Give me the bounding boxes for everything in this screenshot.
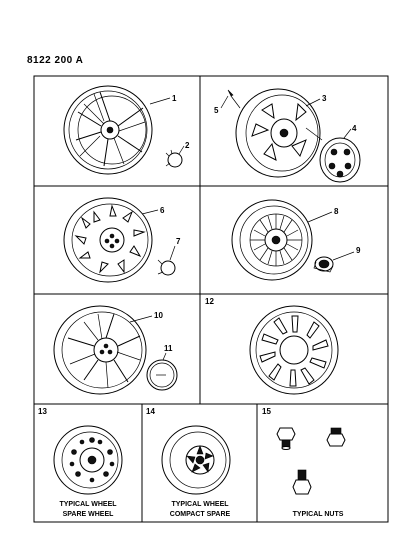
callout-5: 5 — [214, 106, 219, 115]
wheel-cover-4-illustration — [305, 127, 361, 183]
caption-nuts: TYPICAL NUTS — [293, 511, 344, 518]
callout-7: 7 — [176, 237, 181, 246]
leader-line — [178, 145, 185, 155]
leader-line — [220, 95, 229, 109]
leader-line — [343, 128, 352, 139]
leader-line — [332, 251, 355, 261]
wheel-6-illustration — [63, 197, 153, 283]
lug-nut-c-illustration — [292, 469, 312, 495]
caption-compact-line-2: COMPACT SPARE — [170, 511, 231, 518]
callout-8: 8 — [334, 207, 339, 216]
callout-10: 10 — [154, 311, 163, 320]
callout-13: 13 — [38, 407, 47, 416]
leader-line — [162, 352, 167, 361]
leader-line — [149, 97, 171, 105]
leader-line — [169, 245, 176, 261]
spare-wheel-illustration — [53, 425, 123, 495]
callout-6: 6 — [160, 206, 165, 215]
wheel-1-illustration — [63, 85, 153, 175]
caption-spare-line-1: TYPICAL WHEEL — [59, 501, 117, 508]
leader-line — [305, 98, 321, 107]
lug-nut-a-illustration — [276, 427, 296, 450]
wheel-8-illustration — [231, 199, 313, 281]
leader-line — [129, 315, 153, 323]
hub-cap-11-illustration — [146, 359, 178, 391]
leader-line — [141, 209, 159, 215]
document-id: 8122 200 A — [27, 55, 84, 66]
leader-line — [307, 211, 333, 223]
callout-12: 12 — [205, 297, 214, 306]
wheel-10-illustration — [53, 305, 147, 395]
callout-9: 9 — [356, 246, 361, 255]
caption-spare-line-2: SPARE WHEEL — [63, 511, 115, 518]
caption-compact-line-1: TYPICAL WHEEL — [171, 501, 229, 508]
callout-15: 15 — [262, 407, 271, 416]
lug-nut-9-illustration — [313, 256, 334, 273]
compact-spare-illustration — [161, 425, 231, 495]
wheel-3-illustration — [235, 88, 321, 178]
wheel-cover-12-illustration — [249, 305, 339, 395]
center-cap-7-illustration — [157, 259, 176, 276]
callout-2: 2 — [185, 141, 190, 150]
diagram-border — [33, 75, 389, 523]
valve-stem-5-illustration — [227, 89, 241, 109]
callout-14: 14 — [146, 407, 155, 416]
lug-nut-b-illustration — [326, 427, 346, 447]
center-cap-2-illustration — [165, 149, 183, 168]
callout-1: 1 — [172, 94, 177, 103]
callout-11: 11 — [164, 344, 173, 353]
callout-3: 3 — [322, 94, 327, 103]
callout-4: 4 — [352, 124, 357, 133]
